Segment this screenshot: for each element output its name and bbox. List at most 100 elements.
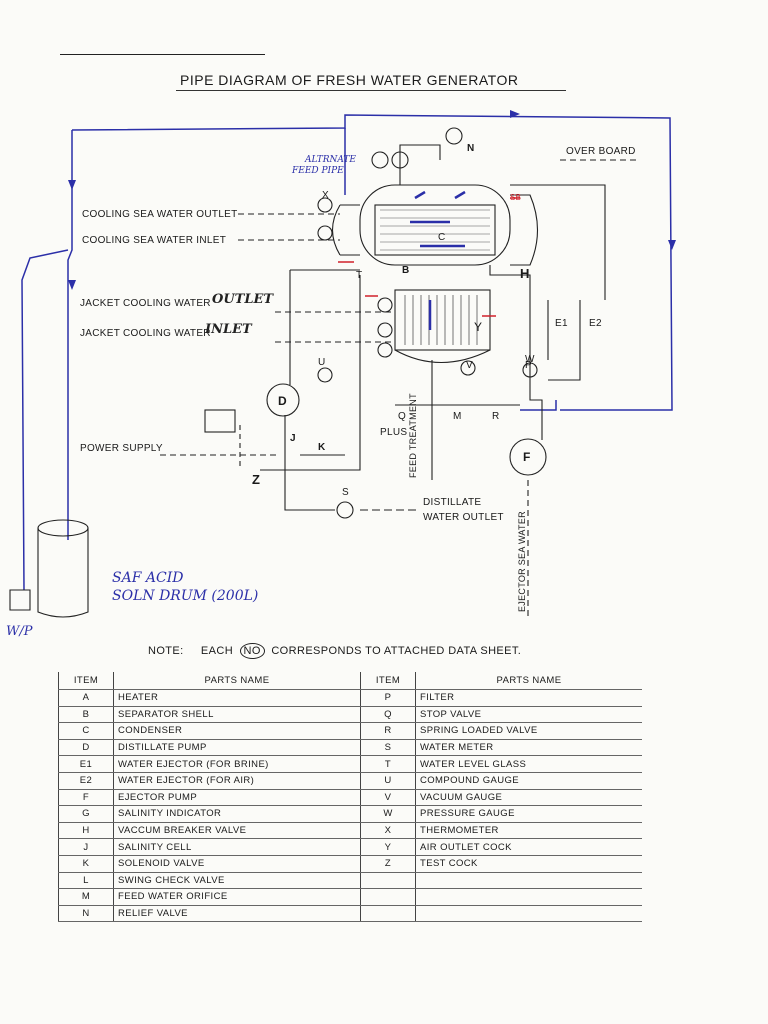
item-right-cell [360,888,416,906]
name-left-cell: DISTILLATE PUMP [113,739,361,757]
letter-e1: E1 [555,318,568,329]
name-left-cell: EJECTOR PUMP [113,789,361,807]
letter-n: N [467,143,475,154]
item-right-cell: Z [360,855,416,873]
label-jacket-outlet-hand: OUTLET [212,292,274,307]
item-left-cell: L [58,872,114,890]
label-jacket-inlet-hand: INLET [205,322,252,337]
label-jacket-outlet: JACKET COOLING WATER [80,298,211,309]
item-left-cell: N [58,905,114,923]
letter-t: T [356,270,363,281]
name-left-cell: SEPARATOR SHELL [113,706,361,724]
condenser-head-left [331,204,360,256]
label-over-board: OVER BOARD [566,146,636,157]
letter-y: Y [474,320,483,334]
label-wp: W/P [6,624,33,639]
distillate-pump-circle [266,383,300,417]
item-right-cell: Y [360,838,416,856]
name-right-cell: WATER METER [415,739,642,757]
label-power-supply: POWER SUPPLY [80,443,163,454]
item-left-cell: A [58,689,114,707]
item-left-cell: B [58,706,114,724]
name-right-cell: TEST COCK [415,855,642,873]
name-right-cell [415,888,642,906]
name-right-cell: PRESSURE GAUGE [415,805,642,823]
name-right-cell [415,905,642,923]
name-right-cell: SPRING LOADED VALVE [415,722,642,740]
item-right-cell [360,872,416,890]
note-text-1: EACH [200,645,234,657]
letter-d: D [278,394,287,408]
header-item-left: ITEM [58,672,114,690]
item-right-cell: U [360,772,416,790]
name-left-cell: WATER EJECTOR (FOR AIR) [113,772,361,790]
letter-m: M [453,411,462,422]
blue-top-loop [71,114,673,411]
item-right-cell: X [360,822,416,840]
letter-s: S [342,487,349,498]
letter-q: Q [398,411,407,422]
name-left-cell: CONDENSER [113,722,361,740]
note-circled-no: NO [239,643,265,659]
separator-shell [359,184,511,266]
label-cooling-inlet: COOLING SEA WATER INLET [82,235,227,246]
item-right-cell: P [360,689,416,707]
letter-p: P [525,360,532,371]
label-plus: PLUS [380,427,408,438]
letter-v: V [466,360,473,371]
page-title: PIPE DIAGRAM OF FRESH WATER GENERATOR [180,72,519,88]
item-left-cell: J [58,838,114,856]
heater-shell [394,289,491,351]
label-alt-feed-2: FEED PIPE [292,166,344,176]
item-left-cell: H [58,822,114,840]
item-left-cell: E1 [58,755,114,773]
header-rule [60,54,265,55]
name-left-cell: FEED WATER ORIFICE [113,888,361,906]
item-right-cell: W [360,805,416,823]
item-left-cell: D [58,739,114,757]
letter-z: Z [252,472,261,487]
item-left-cell: G [58,805,114,823]
letter-x: X [322,190,329,201]
letter-sb: SB [510,193,522,202]
item-left-cell: K [58,855,114,873]
item-left-cell: C [58,722,114,740]
label-ejector-sea-water: EJECTOR SEA WATER [517,511,527,612]
letter-r: R [492,411,500,422]
item-left-cell: F [58,789,114,807]
name-left-cell: SALINITY CELL [113,838,361,856]
item-left-cell: M [58,888,114,906]
item-left-cell: E2 [58,772,114,790]
letter-u: U [318,357,326,368]
header-name-right: PARTS NAME [415,672,642,690]
blue-left-return [21,249,69,591]
letter-w: W [525,354,535,365]
name-right-cell: AIR OUTLET COCK [415,838,642,856]
letter-h: H [520,266,530,281]
name-left-cell: RELIEF VALVE [113,905,361,923]
table-header-row: ITEM PARTS NAME ITEM PARTS NAME [58,672,642,690]
name-right-cell [415,872,642,890]
name-left-cell: SALINITY INDICATOR [113,805,361,823]
item-right-cell: V [360,789,416,807]
name-right-cell: THERMOMETER [415,822,642,840]
name-right-cell: FILTER [415,689,642,707]
note-line: NOTE: EACH NO CORRESPONDS TO ATTACHED DA… [148,643,521,659]
note-text-2: CORRESPONDS TO ATTACHED DATA SHEET. [271,645,522,657]
label-drum-1: SAF ACID [112,570,184,586]
